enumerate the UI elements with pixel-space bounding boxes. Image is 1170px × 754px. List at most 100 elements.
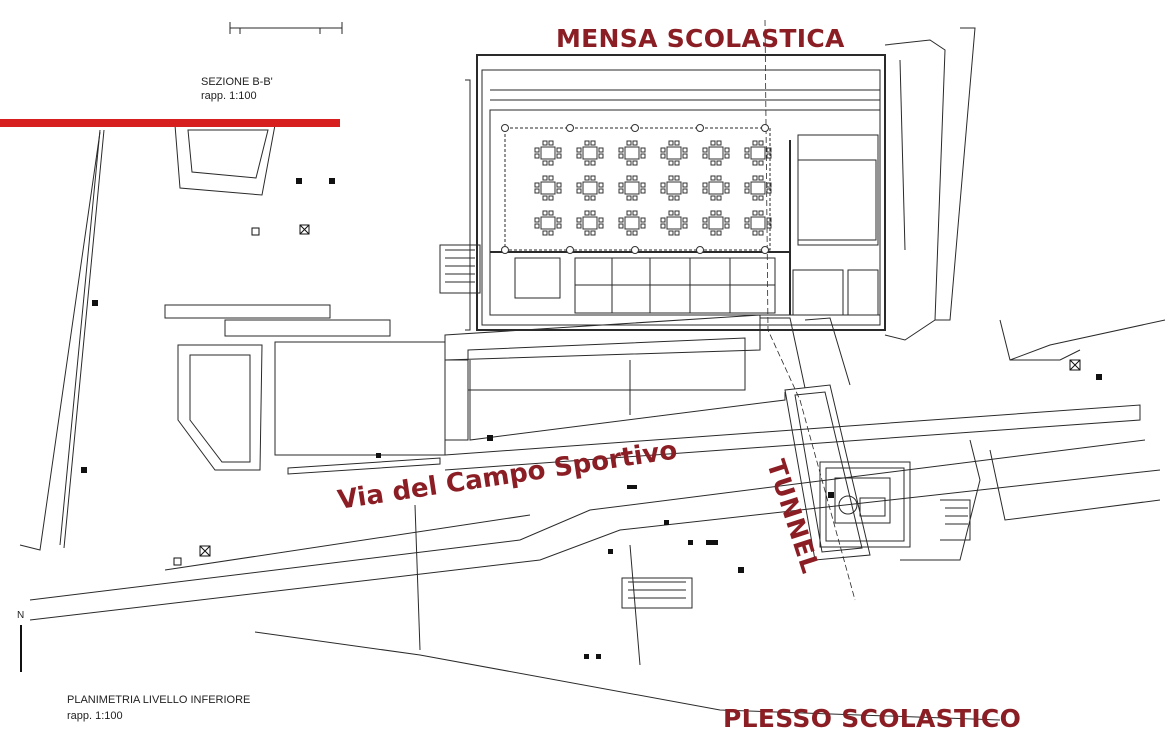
column-marker-icon bbox=[566, 246, 574, 254]
chair-icon bbox=[556, 223, 562, 229]
chair-icon bbox=[590, 160, 596, 166]
chair-icon bbox=[556, 217, 562, 223]
chair-icon bbox=[632, 175, 638, 181]
chair-icon bbox=[556, 182, 562, 188]
chair-icon bbox=[716, 160, 722, 166]
chair-icon bbox=[744, 147, 750, 153]
chair-icon bbox=[618, 147, 624, 153]
chair-icon bbox=[758, 140, 764, 146]
column-marker-icon bbox=[696, 124, 704, 132]
chair-icon bbox=[598, 188, 604, 194]
plesso-label: PLESSO SCOLASTICO bbox=[723, 704, 1022, 733]
chair-icon bbox=[668, 175, 674, 181]
chair-icon bbox=[752, 210, 758, 216]
chair-icon bbox=[576, 217, 582, 223]
chair-icon bbox=[702, 147, 708, 153]
dining-table-icon bbox=[540, 216, 556, 230]
north-label: N bbox=[17, 610, 25, 621]
chair-icon bbox=[542, 175, 548, 181]
chair-icon bbox=[584, 160, 590, 166]
chair-icon bbox=[674, 210, 680, 216]
chair-icon bbox=[618, 188, 624, 194]
chair-icon bbox=[752, 140, 758, 146]
chair-icon bbox=[576, 182, 582, 188]
chair-icon bbox=[640, 223, 646, 229]
chair-icon bbox=[598, 182, 604, 188]
chair-icon bbox=[724, 223, 730, 229]
chair-icon bbox=[724, 188, 730, 194]
chair-icon bbox=[556, 153, 562, 159]
chair-icon bbox=[668, 140, 674, 146]
chair-icon bbox=[660, 153, 666, 159]
chair-icon bbox=[744, 223, 750, 229]
chair-icon bbox=[744, 217, 750, 223]
chair-icon bbox=[758, 195, 764, 201]
dining-table-icon bbox=[582, 216, 598, 230]
chair-icon bbox=[584, 210, 590, 216]
dining-table-icon bbox=[540, 146, 556, 160]
chair-icon bbox=[668, 160, 674, 166]
chair-icon bbox=[534, 153, 540, 159]
chair-icon bbox=[584, 140, 590, 146]
dining-table-icon bbox=[582, 146, 598, 160]
chair-icon bbox=[702, 188, 708, 194]
chair-icon bbox=[548, 140, 554, 146]
column-marker-icon bbox=[501, 246, 509, 254]
chair-icon bbox=[702, 217, 708, 223]
chair-icon bbox=[542, 230, 548, 236]
column-marker-icon bbox=[501, 124, 509, 132]
chair-icon bbox=[590, 230, 596, 236]
chair-icon bbox=[710, 230, 716, 236]
chair-icon bbox=[682, 147, 688, 153]
chair-icon bbox=[668, 195, 674, 201]
chair-icon bbox=[716, 210, 722, 216]
chair-icon bbox=[716, 175, 722, 181]
dining-table-icon bbox=[666, 146, 682, 160]
chair-icon bbox=[758, 175, 764, 181]
chair-icon bbox=[576, 223, 582, 229]
chair-icon bbox=[598, 147, 604, 153]
dining-table-icon bbox=[708, 146, 724, 160]
chair-icon bbox=[632, 230, 638, 236]
column-marker-icon bbox=[696, 246, 704, 254]
chair-icon bbox=[640, 182, 646, 188]
chair-icon bbox=[660, 217, 666, 223]
chair-icon bbox=[542, 210, 548, 216]
chair-icon bbox=[584, 175, 590, 181]
chair-icon bbox=[534, 217, 540, 223]
dining-table-icon bbox=[540, 181, 556, 195]
chair-icon bbox=[632, 195, 638, 201]
chair-icon bbox=[618, 217, 624, 223]
chair-icon bbox=[752, 175, 758, 181]
chair-icon bbox=[626, 160, 632, 166]
chair-icon bbox=[548, 210, 554, 216]
chair-icon bbox=[548, 230, 554, 236]
chair-icon bbox=[674, 195, 680, 201]
chair-icon bbox=[674, 160, 680, 166]
chair-icon bbox=[548, 195, 554, 201]
chair-icon bbox=[590, 210, 596, 216]
chair-icon bbox=[556, 147, 562, 153]
chair-icon bbox=[576, 188, 582, 194]
chair-icon bbox=[724, 182, 730, 188]
dining-table-icon bbox=[708, 216, 724, 230]
chair-icon bbox=[744, 182, 750, 188]
chair-icon bbox=[716, 230, 722, 236]
section-scale: rapp. 1:100 bbox=[201, 90, 257, 102]
chair-icon bbox=[674, 230, 680, 236]
chair-icon bbox=[724, 147, 730, 153]
chair-icon bbox=[576, 147, 582, 153]
column-marker-icon bbox=[761, 246, 769, 254]
chair-icon bbox=[744, 153, 750, 159]
chair-icon bbox=[702, 182, 708, 188]
chair-icon bbox=[626, 210, 632, 216]
chair-icon bbox=[632, 160, 638, 166]
chair-icon bbox=[590, 195, 596, 201]
chair-icon bbox=[710, 210, 716, 216]
chair-icon bbox=[682, 188, 688, 194]
chair-icon bbox=[716, 140, 722, 146]
chair-icon bbox=[766, 188, 772, 194]
chair-icon bbox=[640, 217, 646, 223]
chair-icon bbox=[534, 147, 540, 153]
